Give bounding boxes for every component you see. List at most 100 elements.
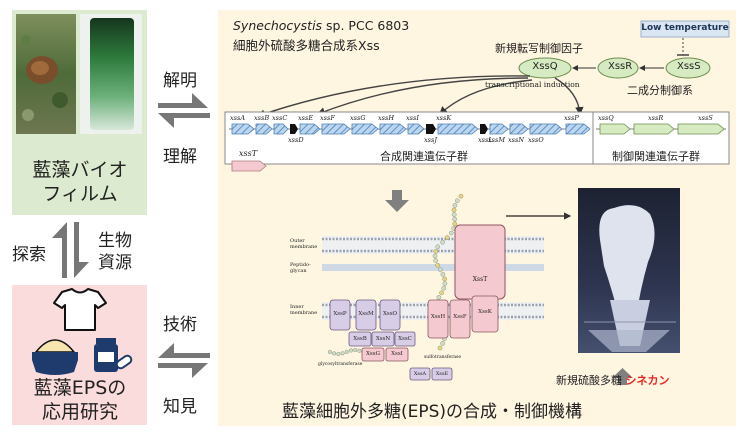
gene-arrow-xssS [677,123,725,135]
synthesis-gene-cluster-box [224,111,594,165]
protein-xssm [355,299,377,331]
sugar-bead [442,281,448,286]
gene-arrow-xssF [321,123,351,135]
transcriptional-induction-label: transcriptional induction [485,80,580,89]
species-name: Synechocystis sp. PCC 6803 [233,18,409,33]
two-component-label: 二成分制御系 [627,84,693,97]
sugar-bead [454,198,460,204]
sugar-bead [433,249,439,254]
peptidoglycan-label: Peptido-glycan [290,262,311,274]
outer-membrane-label: Outer membrane [290,238,318,250]
label-resources-line1: 生物 [98,231,132,251]
sugar-bead [433,258,439,263]
gene-label-xssJ: xssJ [424,136,437,144]
biofilm-photo-tube [80,14,142,134]
gene-label-xssK: xssK [436,114,452,122]
glycosyltransferase-label: glycosyltransferase [318,362,363,367]
new-polysaccharide-label: 新規硫酸多糖 [556,374,622,387]
understand-arrow [158,113,210,128]
sugar-bead [458,193,464,199]
sugar-bead [451,212,457,217]
sugar-bead [437,345,443,351]
gene-arrow-xssB [255,123,273,135]
sugar-bead [435,244,441,250]
xssq-label: XssQ [532,61,558,72]
nascent-sugar-bead [328,350,333,355]
gene-arrow-xssR [633,123,675,135]
sugar-bead [445,235,450,240]
protein-xsso [379,299,401,331]
regulatory-cluster-label: 制御関連遺伝子群 [612,150,700,163]
gene-arrow-xssK [437,123,479,135]
gene-label-xssP: xssP [564,114,579,122]
xssg-protein-label: XssG [366,351,380,357]
gene-arrow-xssI [407,123,425,135]
xssp-protein-label: XssP [333,311,347,317]
biofilm-title: 藍藻バイオ フィルム [16,158,144,206]
application-title-line1: 藍藻EPSの [33,377,127,399]
nascent-sugar-bead [357,348,362,353]
xssa-protein-label: XssA [413,371,427,377]
sugar-bead [448,230,454,236]
technology-arrow [158,343,210,358]
cosmetic-cream-icon [32,339,78,375]
species-genus: Synechocystis [233,18,323,33]
gene-label-xssF: xssF [320,114,335,122]
xsso-protein-label: XssO [382,311,398,317]
protein-xsse [431,367,453,381]
label-resources-line2: 資源 [98,253,132,273]
xsse-protein-label: XssE [435,371,449,377]
xssc-protein-label: XssC [398,336,412,342]
xssb-protein-label: XssB [353,336,367,342]
synthesis-cluster-label: 合成関連遺伝子群 [380,150,468,163]
protein-xssc [394,331,416,347]
label-elucidate: 解明 [163,71,197,91]
gene-arrow-xssM [489,123,509,135]
sugar-bead [441,285,447,291]
elucidate-arrow [158,93,208,108]
gene-arrows [231,123,591,135]
protein-xssa [409,367,431,381]
gene-arrow-xssD [290,124,298,134]
protein-xssh [427,299,449,339]
regulatory-gene-cluster-box [592,111,730,165]
xsss-label: XssS [677,61,701,72]
xssn-protein-label: XssN [375,336,391,342]
sugar-bead [451,207,457,213]
xsst-gene-arrow [231,160,267,172]
protein-xsst [454,224,506,300]
nascent-sugar-bead [353,348,358,353]
xsst-gene-label: xssT [239,149,258,158]
gene-label-xssS: xssS [698,114,713,122]
product-caption: 新規硫酸多糖 シネカン [556,372,670,388]
resources-arrow [74,222,89,278]
label-knowledge: 知見 [163,397,197,417]
xsst-protein-label: XssT [472,276,488,283]
sacran-product-photo [578,188,680,353]
gene-arrow-xssP [565,123,591,135]
gene-arrow-xssN [509,123,529,135]
gene-arrow-xssE [299,123,321,135]
explore-arrow [52,222,67,278]
gene-label-xssC: xssC [272,114,288,122]
sugar-bead [452,203,458,208]
label-resources: 生物 資源 [98,230,132,274]
bottom-title: 藍藻細胞外多糖(EPS)の合成・制御機構 [282,402,583,422]
gene-arrow-xssA [231,123,255,135]
gene-label-xssD: xssD [288,136,304,144]
sugar-bead [440,239,445,245]
tshirt-icon [53,288,107,331]
protein-xssn [371,331,395,347]
medicine-icon [94,338,133,372]
novel-tf-label: 新規転写制御因子 [495,42,583,55]
sacran-name: シネカン [625,374,670,387]
sugar-bead [432,253,438,259]
sulfotransferase-label: sulfotransferase [424,355,462,360]
down-arrow [385,190,409,212]
sugar-bead [440,272,446,277]
protein-xssf [449,299,471,339]
xssq-protein [518,57,572,79]
protein-xssp [329,299,351,331]
protein-xssk [471,295,499,333]
